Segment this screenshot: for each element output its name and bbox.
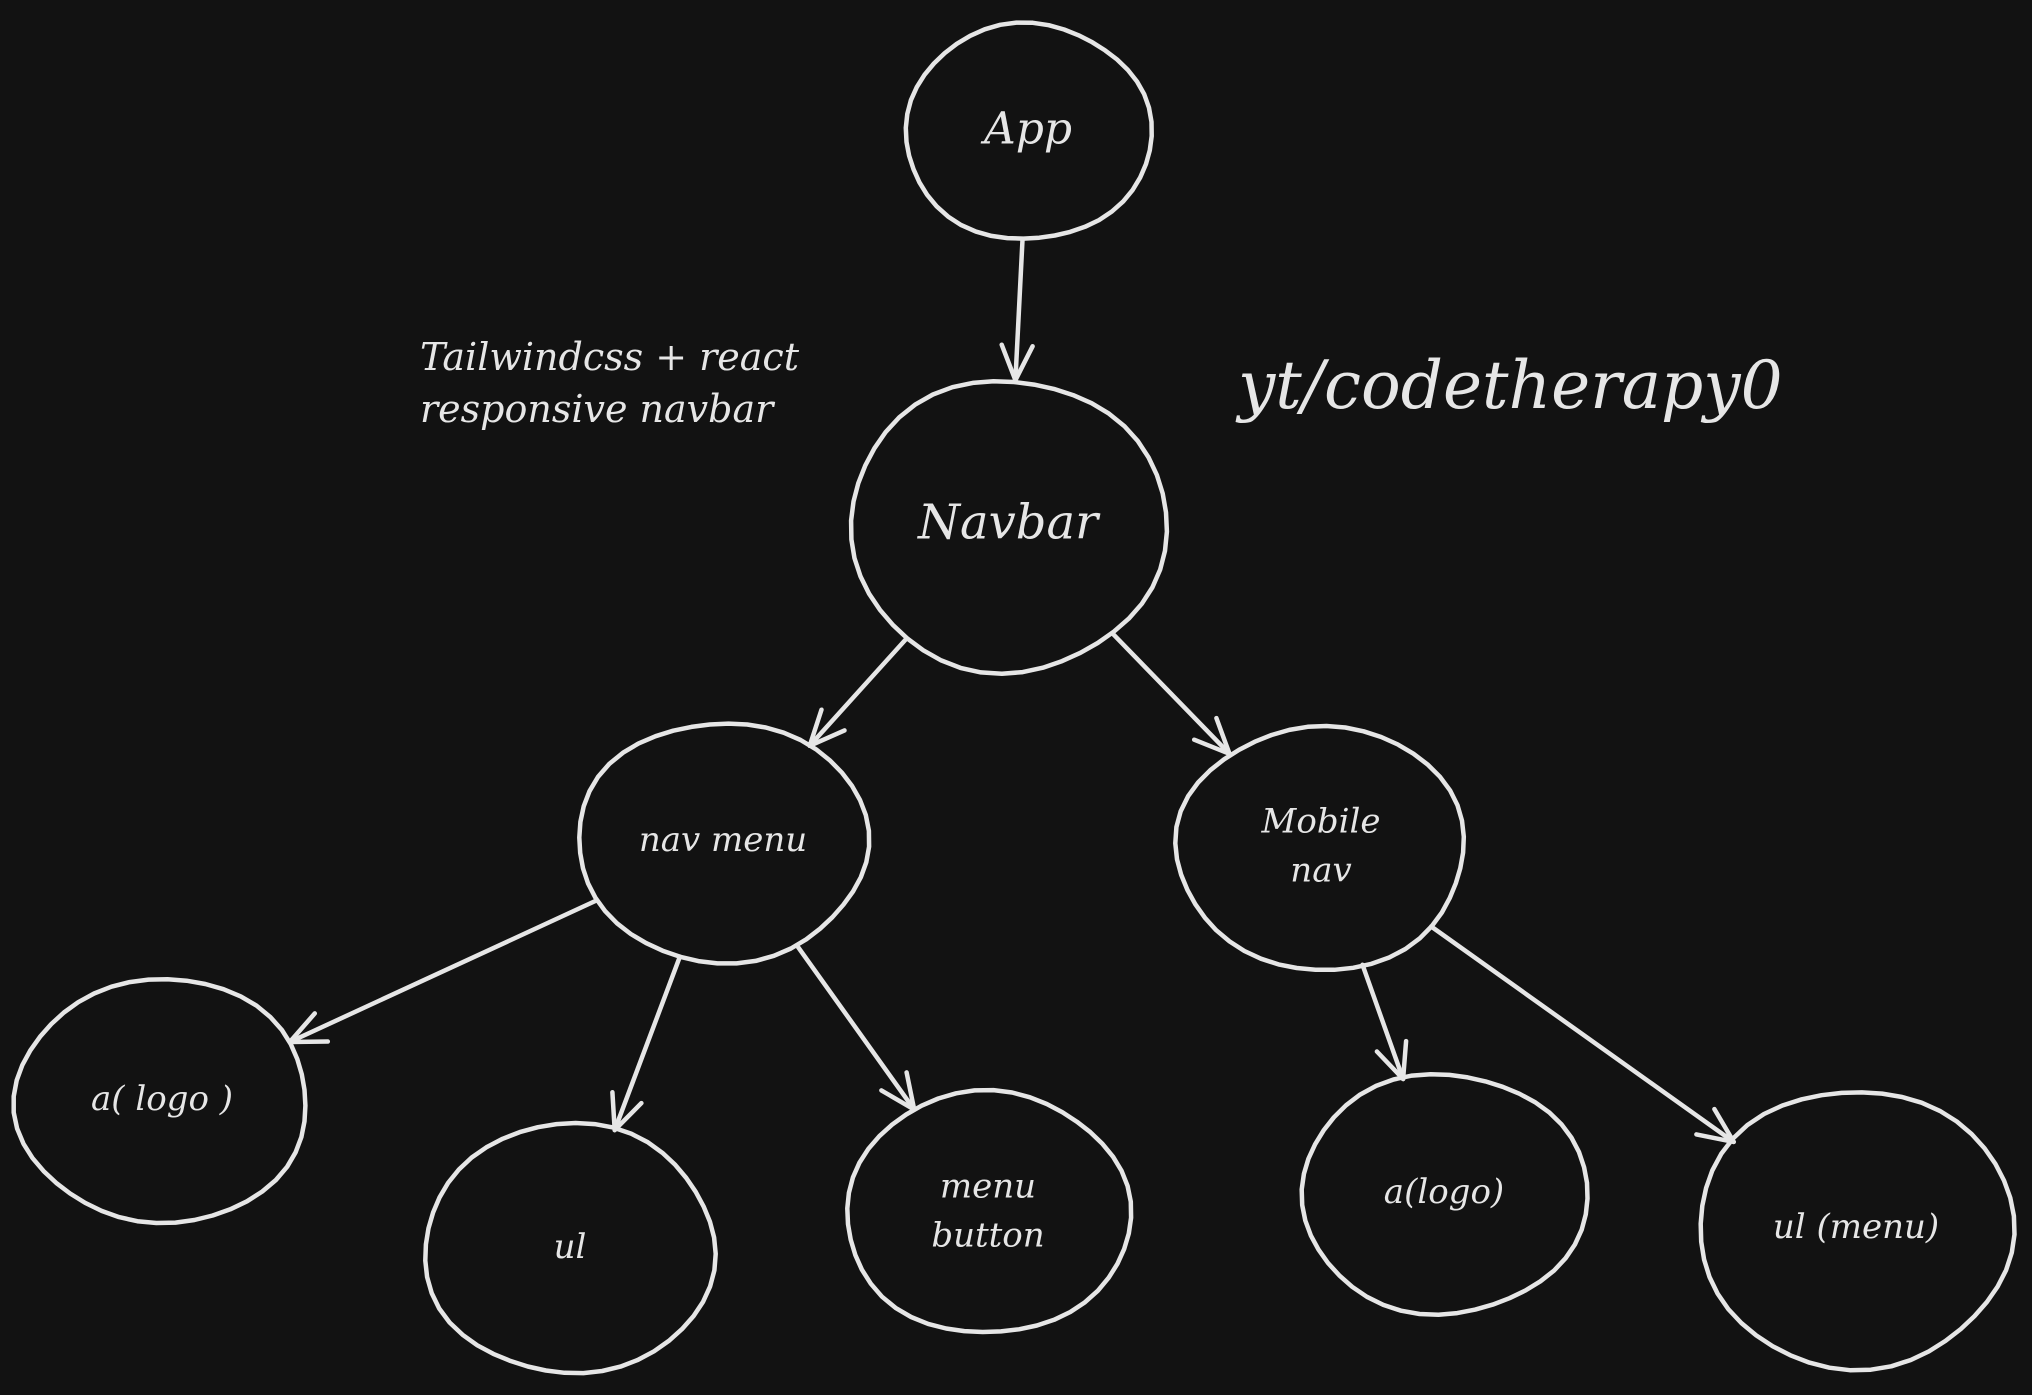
node-label: ul xyxy=(554,1227,587,1267)
node-circle xyxy=(577,721,872,966)
edge-line xyxy=(1428,924,1736,1145)
node-label: a(logo) xyxy=(1384,1172,1504,1212)
node-circle xyxy=(848,379,1170,677)
channel-handle: yt/codetherapy0 xyxy=(1235,347,1783,424)
node-mobile-nav: Mobile nav xyxy=(1173,723,1467,973)
node-label: nav menu xyxy=(639,820,807,860)
node-a-logo-left: a( logo ) xyxy=(11,976,308,1226)
edge-nav-menu-to-menu-button xyxy=(794,943,917,1112)
edge-line xyxy=(1360,962,1406,1082)
node-label: Mobile xyxy=(1261,801,1381,841)
node-nav-menu: nav menu xyxy=(577,721,872,966)
node-label: nav xyxy=(1290,851,1351,891)
node-a-logo-right: a(logo) xyxy=(1299,1071,1590,1317)
edge-line xyxy=(612,954,683,1133)
node-label: button xyxy=(931,1216,1044,1256)
node-ul-menu: ul (menu) xyxy=(1698,1090,2017,1373)
node-label: App xyxy=(980,104,1072,155)
edge-navbar-to-nav-menu xyxy=(807,635,910,749)
edge-navbar-to-mobile-nav xyxy=(1111,632,1232,757)
edge-line xyxy=(807,635,910,749)
edge-line xyxy=(794,943,917,1112)
edge-line xyxy=(287,898,599,1045)
subtitle-line-1: Tailwindcss + react xyxy=(420,335,800,379)
node-circle xyxy=(1698,1090,2017,1373)
node-ul: ul xyxy=(423,1120,718,1376)
node-circle xyxy=(1173,723,1467,973)
edge-line xyxy=(1013,237,1025,383)
node-circle xyxy=(1299,1071,1590,1317)
edge-nav-menu-to-ul xyxy=(610,954,683,1133)
node-label: a( logo ) xyxy=(91,1079,233,1119)
node-circle xyxy=(423,1120,718,1376)
node-label: Navbar xyxy=(917,495,1101,551)
node-circle xyxy=(845,1087,1134,1335)
edge-mobile-nav-to-ul-menu xyxy=(1428,924,1736,1145)
edge-nav-menu-to-a-logo-left xyxy=(287,898,599,1045)
node-circle xyxy=(11,976,308,1226)
edge-line xyxy=(1111,632,1232,757)
node-circle xyxy=(903,20,1154,241)
node-navbar: Navbar xyxy=(848,379,1170,677)
arrowhead xyxy=(1694,1106,1736,1145)
edge-mobile-nav-to-a-logo-right xyxy=(1360,962,1409,1082)
node-label: ul (menu) xyxy=(1773,1207,1939,1247)
subtitle-note: Tailwindcss + react responsive navbar xyxy=(420,335,811,431)
node-menu-button: menu button xyxy=(845,1087,1134,1335)
subtitle-line-2: responsive navbar xyxy=(420,387,776,431)
node-app: App xyxy=(903,20,1154,241)
edge-app-to-navbar xyxy=(999,237,1035,383)
node-label: menu xyxy=(940,1166,1036,1206)
